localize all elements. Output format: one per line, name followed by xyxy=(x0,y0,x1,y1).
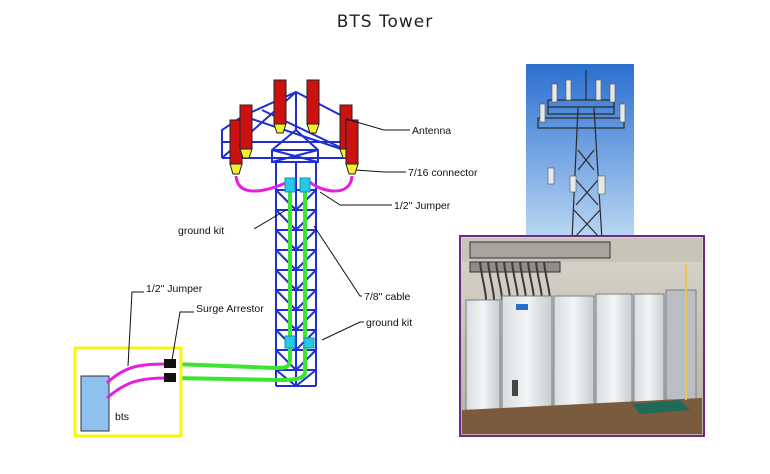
label-cable: 7/8" cable xyxy=(364,291,411,303)
top-connectors xyxy=(284,177,311,193)
label-ground-kit-bottom: ground kit xyxy=(366,317,412,329)
antenna-3 xyxy=(273,79,287,134)
antennas xyxy=(229,79,359,175)
label-connector: 7/16 connector xyxy=(408,167,478,179)
antenna-2 xyxy=(239,104,253,159)
bottom-ground-kits xyxy=(284,335,315,349)
top-jumpers xyxy=(234,175,354,193)
leader-lines xyxy=(127,118,410,367)
tower-lattice xyxy=(275,189,317,387)
antenna-4 xyxy=(306,79,320,134)
antenna-1 xyxy=(229,119,243,175)
label-jumper-top: 1/2" Jumper xyxy=(394,200,451,212)
tower-photo xyxy=(526,64,634,241)
label-ground-kit-top: ground kit xyxy=(178,225,224,237)
diagram-title: BTS Tower xyxy=(336,12,434,32)
feeder-cables xyxy=(173,192,307,383)
label-jumper-bottom: 1/2" Jumper xyxy=(146,283,203,295)
label-surge-arrestor: Surge Arrestor xyxy=(196,303,264,315)
label-bts: bts xyxy=(115,411,129,423)
tower-structure xyxy=(221,90,351,387)
equipment-room-photo xyxy=(459,235,705,437)
label-antenna: Antenna xyxy=(412,125,451,137)
antenna-6 xyxy=(345,119,359,175)
